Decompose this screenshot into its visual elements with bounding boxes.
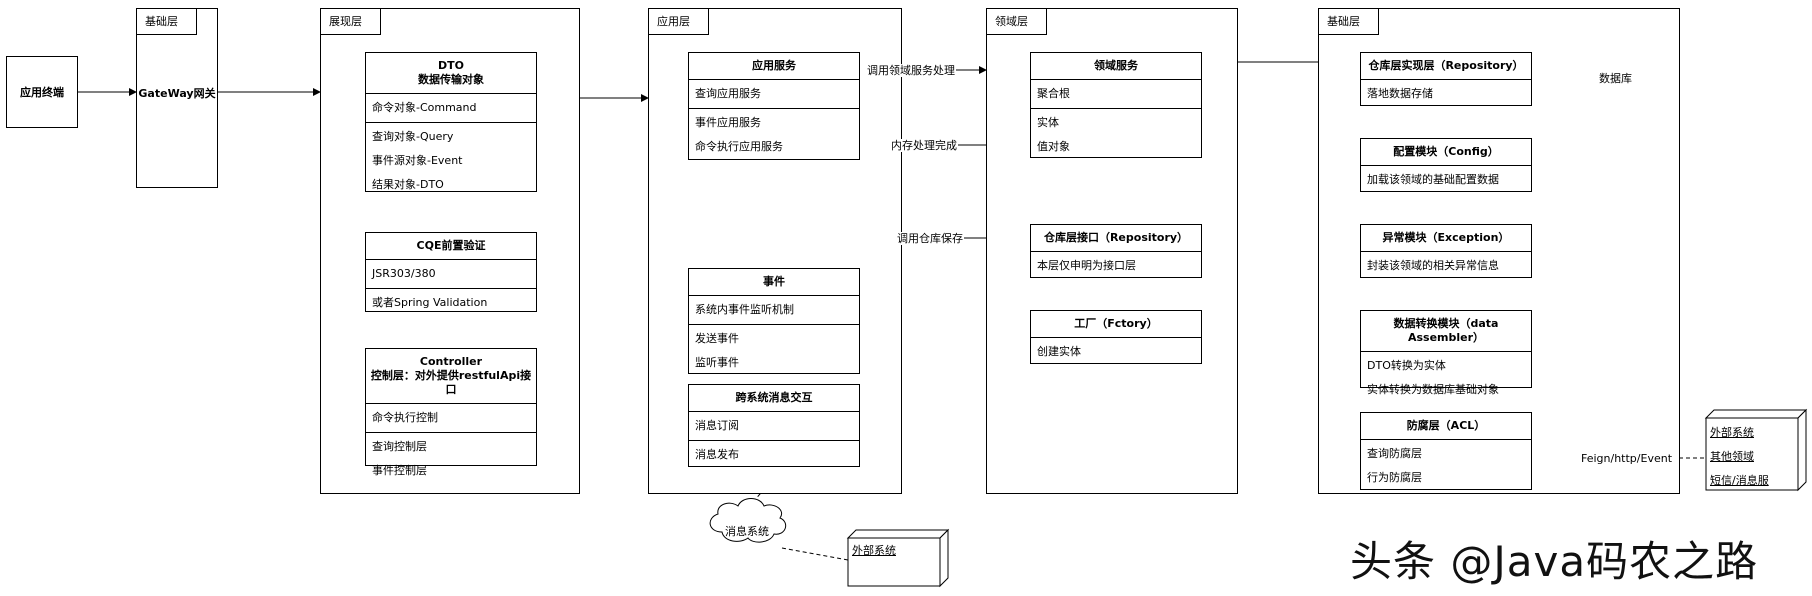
controller-title: Controller [419,355,483,368]
repo-interface-box: 仓库层接口（Repository） 本层仅申明为接口层 [1030,224,1202,278]
presentation-layer-tab: 展现层 [321,9,381,35]
cqe-item: JSR303/380 [372,267,436,280]
watermark: 头条 @Java码农之路 [1350,537,1759,586]
cross-system-item: 消息发布 [695,448,739,461]
acl-item: 行为防腐层 [1367,471,1422,484]
app-terminal-label: 应用终端 [20,86,64,99]
edge-label-call-repo: 调用仓库保存 [896,232,964,245]
controller-item: 事件控制层 [372,464,427,477]
repo-interface-title: 仓库层接口（Repository） [1031,225,1201,252]
factory-item: 创建实体 [1037,345,1081,358]
cqe-box: CQE前置验证 JSR303/380 或者Spring Validation [365,232,537,312]
ext-item-label: 其他领域 [1710,450,1754,463]
dto-title: DTO [438,59,464,72]
cross-system-title: 跨系统消息交互 [689,385,859,412]
factory-box: 工厂（Fctory） 创建实体 [1030,310,1202,364]
dto-item: 查询对象-Query [372,130,454,143]
assembler-item: 实体转换为数据库基础对象 [1367,383,1499,396]
cross-system-box: 跨系统消息交互 消息订阅 消息发布 [688,384,860,467]
acl-item: 查询防腐层 [1367,447,1422,460]
edge-label-call-domain: 调用领域服务处理 [866,64,956,77]
event-item: 系统内事件监听机制 [695,303,794,316]
dto-item: 事件源对象-Event [372,154,463,167]
factory-title: 工厂（Fctory） [1031,311,1201,338]
repo-impl-title: 仓库层实现层（Repository） [1361,53,1531,80]
assembler-title: 数据转换模块（data Assembler） [1361,311,1531,352]
config-box: 配置模块（Config） 加载该领域的基础配置数据 [1360,138,1532,192]
cloud-icon [709,498,787,543]
app-service-item: 事件应用服务 [695,116,761,129]
ext-item-label: 外部系统 [1710,426,1754,439]
external-system-box [846,528,950,588]
dto-item: 结果对象-DTO [372,178,444,191]
cross-system-item: 消息订阅 [695,419,739,432]
exception-box: 异常模块（Exception） 封装该领域的相关异常信息 [1360,224,1532,278]
domain-service-item: 实体 [1037,116,1059,129]
gateway-layer-tab: 基础层 [137,9,197,35]
event-item: 发送事件 [695,332,739,345]
ext-link-label: Feign/http/Event [1580,452,1674,465]
gateway-label: GateWay网关 [138,87,216,100]
dto-box: DTO 数据传输对象 命令对象-Command 查询对象-Query 事件源对象… [365,52,537,192]
application-layer-tab: 应用层 [649,9,709,35]
controller-box: Controller 控制层：对外提供restfulApi接口 命令执行控制 查… [365,348,537,477]
domain-service-item: 聚合根 [1037,87,1070,100]
domain-service-box: 领域服务 聚合根 实体 值对象 [1030,52,1202,158]
app-service-box: 应用服务 查询应用服务 事件应用服务 命令执行应用服务 [688,52,860,160]
cqe-title: CQE前置验证 [366,233,536,260]
app-terminal: 应用终端 [6,56,78,128]
repo-interface-item: 本层仅申明为接口层 [1037,259,1136,272]
config-item: 加载该领域的基础配置数据 [1367,173,1499,186]
acl-box: 防腐层（ACL） 查询防腐层 行为防腐层 [1360,412,1532,490]
dto-item: 命令对象-Command [372,101,477,114]
acl-title: 防腐层（ACL） [1361,413,1531,440]
exception-title: 异常模块（Exception） [1361,225,1531,252]
infra-layer-tab: 基础层 [1319,9,1379,35]
exception-item: 封装该领域的相关异常信息 [1367,259,1499,272]
app-service-item: 查询应用服务 [695,87,761,100]
gateway-layer: 基础层 GateWay网关 [136,8,218,188]
edge-label-memory-done: 内存处理完成 [890,139,958,152]
event-item: 监听事件 [695,356,739,369]
repo-impl-item: 落地数据存储 [1367,87,1433,100]
cqe-item: 或者Spring Validation [372,296,488,309]
dto-subtitle: 数据传输对象 [418,73,484,86]
edge-msg-ext [781,547,849,561]
controller-item: 命令执行控制 [372,411,438,424]
controller-item: 查询控制层 [372,440,427,453]
assembler-item: DTO转换为实体 [1367,359,1446,372]
app-service-item: 命令执行应用服务 [695,140,783,153]
domain-service-title: 领域服务 [1031,53,1201,80]
controller-subtitle: 控制层：对外提供restfulApi接口 [370,369,532,396]
assembler-box: 数据转换模块（data Assembler） DTO转换为实体 实体转换为数据库… [1360,310,1532,396]
app-service-title: 应用服务 [689,53,859,80]
event-box: 事件 系统内事件监听机制 发送事件 监听事件 [688,268,860,374]
domain-service-item: 值对象 [1037,140,1070,153]
external-system-label: 外部系统 [852,544,896,557]
database-label: 数据库 [1599,72,1632,85]
config-title: 配置模块（Config） [1361,139,1531,166]
domain-layer-tab: 领域层 [987,9,1047,35]
repo-impl-box: 仓库层实现层（Repository） 落地数据存储 [1360,52,1532,106]
message-system-label: 消息系统 [725,525,769,538]
external-domain-box [1704,408,1808,492]
ext-item-label: 短信/消息服 [1710,474,1769,487]
event-title: 事件 [689,269,859,296]
